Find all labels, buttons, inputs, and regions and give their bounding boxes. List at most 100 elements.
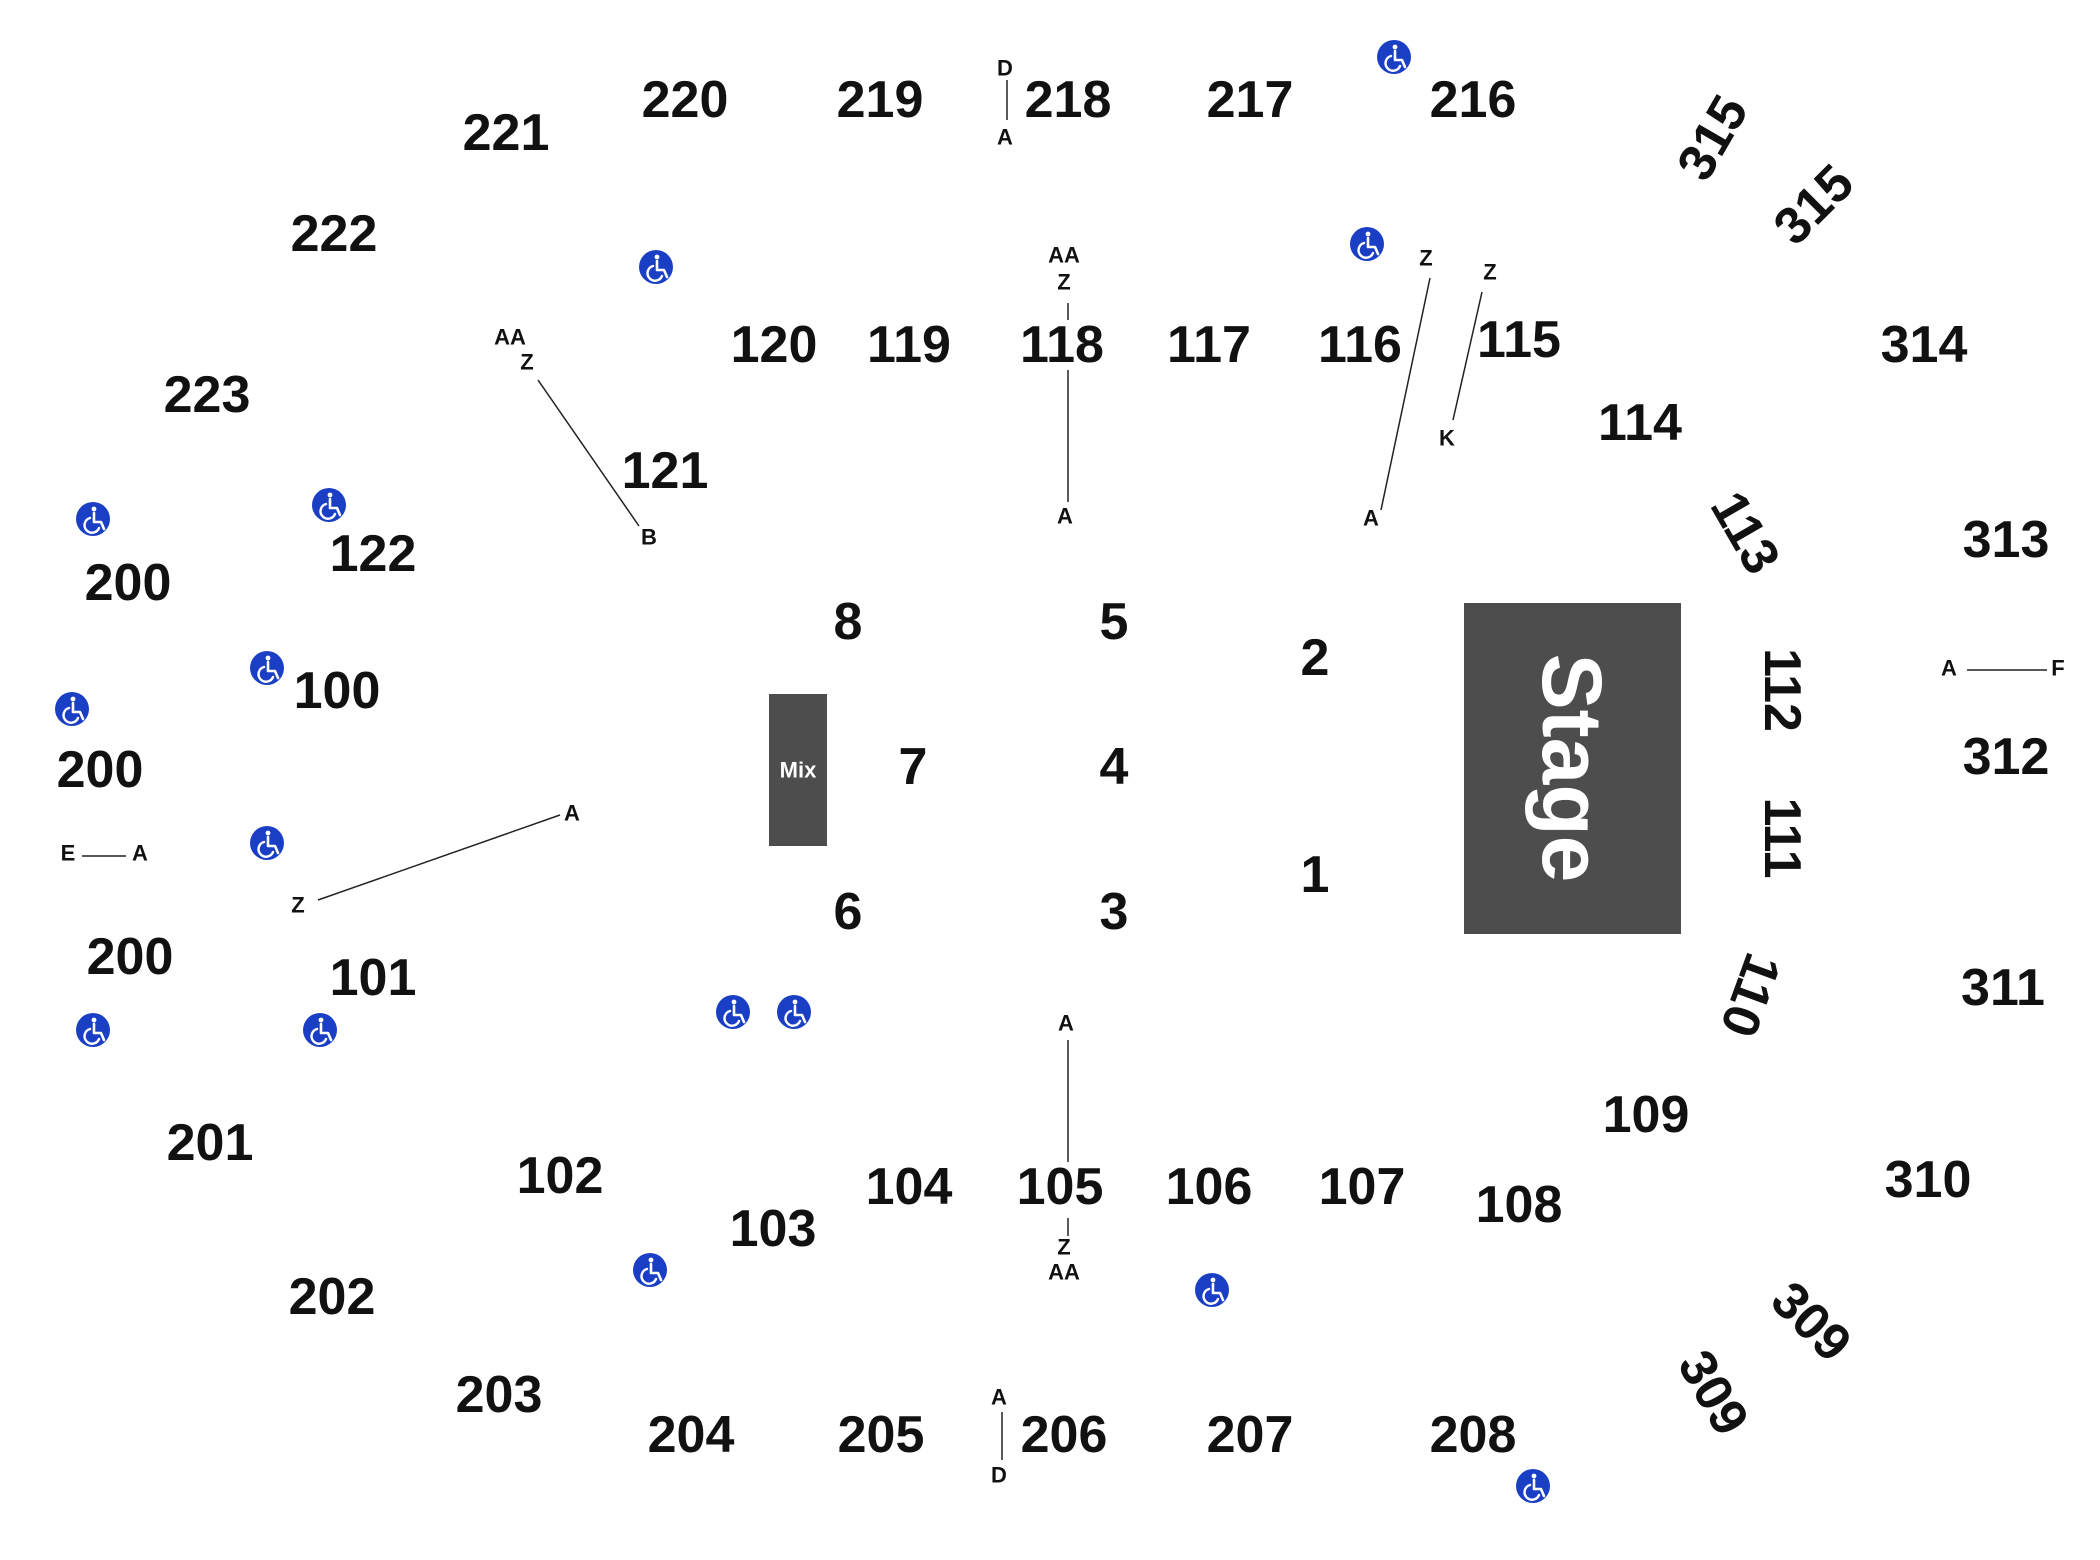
row-label: F — [2051, 656, 2064, 681]
section-200-bottom[interactable]: 200 — [87, 928, 174, 986]
wheelchair-icon[interactable] — [1514, 1467, 1552, 1505]
section-107[interactable]: 107 — [1319, 1158, 1406, 1216]
section-200-middle[interactable]: 200 — [57, 741, 144, 799]
wheelchair-icon[interactable] — [714, 993, 752, 1031]
section-223[interactable]: 223 — [164, 366, 251, 424]
section-220[interactable]: 220 — [642, 71, 729, 129]
section-312[interactable]: 312 — [1963, 728, 2050, 786]
section-221[interactable]: 221 — [463, 104, 550, 162]
section-112[interactable]: 112 — [1753, 648, 1811, 732]
section-204[interactable]: 204 — [648, 1406, 735, 1464]
section-208[interactable]: 208 — [1430, 1406, 1517, 1464]
wheelchair-icon[interactable] — [74, 1011, 112, 1049]
wheelchair-icon[interactable] — [248, 824, 286, 862]
wheelchair-icon[interactable] — [301, 1011, 339, 1049]
section-309-outer[interactable]: 309 — [1666, 1341, 1760, 1445]
row-label: Z — [1057, 270, 1070, 295]
floor-section-5[interactable]: 5 — [1100, 593, 1129, 651]
row-line — [537, 379, 640, 527]
floor-section-4[interactable]: 4 — [1100, 738, 1129, 796]
row-line — [317, 814, 561, 901]
floor-section-7[interactable]: 7 — [899, 738, 928, 796]
section-102[interactable]: 102 — [517, 1147, 604, 1205]
section-121[interactable]: 121 — [622, 442, 709, 500]
section-100[interactable]: 100 — [294, 662, 381, 720]
section-108[interactable]: 108 — [1476, 1176, 1563, 1234]
row-label: Z — [1483, 260, 1496, 285]
section-106[interactable]: 106 — [1166, 1158, 1253, 1216]
section-217[interactable]: 217 — [1207, 71, 1294, 129]
floor-section-6[interactable]: 6 — [834, 883, 863, 941]
section-113[interactable]: 113 — [1699, 482, 1791, 584]
section-218[interactable]: 218 — [1025, 71, 1112, 129]
row-label: A — [1058, 1011, 1074, 1036]
stage-block — [1464, 603, 1681, 934]
wheelchair-icon[interactable] — [637, 248, 675, 286]
floor-section-2[interactable]: 2 — [1301, 629, 1330, 687]
row-label: K — [1439, 426, 1455, 451]
row-label: AA — [1048, 243, 1080, 268]
section-313[interactable]: 313 — [1963, 511, 2050, 569]
floor-section-3[interactable]: 3 — [1100, 883, 1129, 941]
row-label: A — [1057, 504, 1073, 529]
mix-position: Mix — [769, 694, 827, 846]
row-label: AA — [1048, 1260, 1080, 1285]
wheelchair-icon[interactable] — [1375, 38, 1413, 76]
section-110[interactable]: 110 — [1708, 946, 1791, 1045]
section-205[interactable]: 205 — [838, 1406, 925, 1464]
row-label: Z — [1419, 246, 1432, 271]
wheelchair-icon[interactable] — [775, 993, 813, 1031]
section-114[interactable]: 114 — [1598, 394, 1682, 452]
row-label: D — [997, 56, 1013, 81]
row-label: A — [997, 125, 1013, 150]
wheelchair-icon[interactable] — [1348, 225, 1386, 263]
section-111[interactable]: 111 — [1753, 797, 1811, 878]
floor-section-1[interactable]: 1 — [1301, 846, 1330, 904]
section-314[interactable]: 314 — [1881, 316, 1968, 374]
stage[interactable]: Stage — [1464, 603, 1681, 934]
floor-sections: 8 5 2 7 4 6 3 1 — [834, 593, 1330, 941]
section-122[interactable]: 122 — [330, 525, 417, 583]
section-120[interactable]: 120 — [731, 316, 818, 374]
floor-section-8[interactable]: 8 — [834, 593, 863, 651]
section-206[interactable]: 206 — [1021, 1406, 1108, 1464]
row-line — [1452, 291, 1483, 421]
section-115[interactable]: 115 — [1477, 311, 1561, 369]
row-label: D — [991, 1463, 1007, 1488]
sections-300-level: 315 315 314 313 312 311 310 309 309 — [1666, 86, 2049, 1445]
row-line — [1380, 277, 1431, 511]
section-201[interactable]: 201 — [167, 1114, 254, 1172]
mix-block — [769, 694, 827, 846]
section-219[interactable]: 219 — [837, 71, 924, 129]
section-119[interactable]: 119 — [867, 316, 951, 374]
section-315-outer[interactable]: 315 — [1666, 86, 1760, 190]
section-311[interactable]: 311 — [1961, 959, 2045, 1017]
section-207[interactable]: 207 — [1207, 1406, 1294, 1464]
wheelchair-icon[interactable] — [248, 649, 286, 687]
wheelchair-icon[interactable] — [1193, 1271, 1231, 1309]
section-203[interactable]: 203 — [456, 1366, 543, 1424]
wheelchair-icon[interactable] — [74, 500, 112, 538]
wheelchair-icon[interactable] — [631, 1251, 669, 1289]
section-117[interactable]: 117 — [1167, 316, 1251, 374]
section-309-inner[interactable]: 309 — [1760, 1271, 1862, 1373]
section-222[interactable]: 222 — [291, 205, 378, 263]
row-lines — [82, 80, 2047, 1460]
section-315-inner[interactable]: 315 — [1763, 154, 1865, 256]
section-118[interactable]: 118 — [1020, 316, 1104, 374]
section-310[interactable]: 310 — [1885, 1151, 1972, 1209]
section-216[interactable]: 216 — [1430, 71, 1517, 129]
section-200-top[interactable]: 200 — [85, 554, 172, 612]
section-116[interactable]: 116 — [1318, 316, 1402, 374]
section-104[interactable]: 104 — [866, 1158, 953, 1216]
section-109[interactable]: 109 — [1603, 1086, 1690, 1144]
section-202[interactable]: 202 — [289, 1268, 376, 1326]
row-label: Z — [1057, 1235, 1070, 1260]
section-101[interactable]: 101 — [330, 949, 417, 1007]
section-105[interactable]: 105 — [1017, 1158, 1104, 1216]
row-label: Z — [291, 893, 304, 918]
wheelchair-icon[interactable] — [310, 486, 348, 524]
wheelchair-icon[interactable] — [53, 690, 91, 728]
section-103[interactable]: 103 — [730, 1200, 817, 1258]
